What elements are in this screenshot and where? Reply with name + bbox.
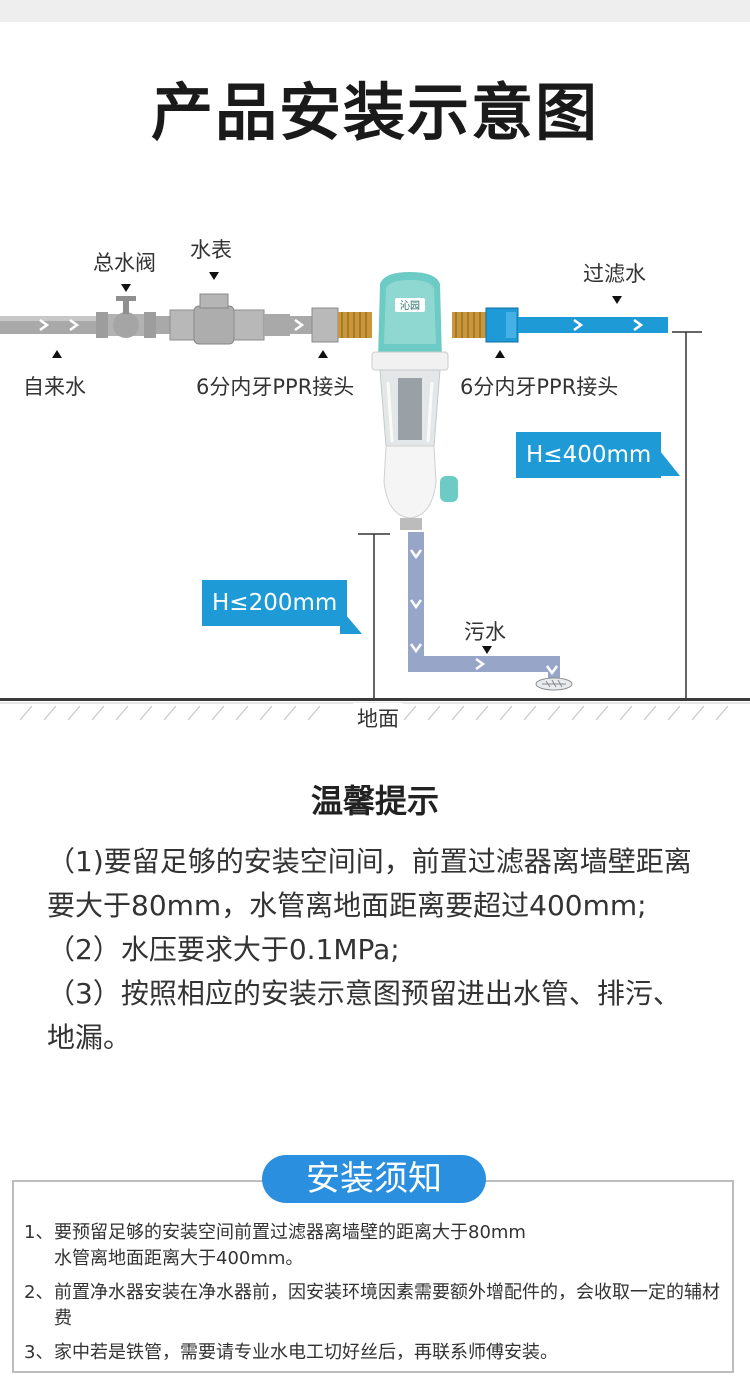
label-ppr-left: 6分内牙PPR接头 [196, 375, 355, 399]
notice-title: 安装须知 [262, 1155, 486, 1203]
notice-item-number: 3、 [24, 1342, 54, 1363]
marker-tap-water [52, 350, 62, 358]
height-200-callout: H≤200mm [202, 580, 348, 626]
notice-item-line: 要预留足够的安装空间前置过滤器离墙壁的距离大于80mm [54, 1222, 526, 1243]
notice-item-line: 水管离地面距离大于400mm。 [54, 1248, 304, 1269]
label-water-meter: 水表 [190, 238, 232, 262]
tip-item: （2）水压要求大于0.1MPa; [47, 933, 400, 966]
label-main-valve: 总水阀 [93, 251, 156, 275]
marker-ppr-left [318, 350, 328, 358]
water-meter-icon [156, 293, 312, 345]
tip-item: （3）按照相应的安装示意图预留进出水管、排污、地漏。 [47, 977, 681, 1054]
main-valve-icon [96, 296, 156, 338]
notice-item-number: 1、 [24, 1222, 54, 1243]
notice-item-line: 前置净水器安装在净水器前，因安装环境因素需要额外增配件的，会收取一定的辅材费 [54, 1282, 720, 1329]
filter-unit: 沁园 [371, 272, 458, 530]
top-band [0, 0, 750, 22]
marker-water-meter [209, 272, 219, 280]
ppr-fitting-left [311, 307, 372, 343]
notice-item-line: 家中若是铁管，需要请专业水电工切好丝后，再联系师傅安装。 [54, 1342, 558, 1363]
tap-water-pipe [0, 316, 100, 334]
floor-drain-icon [535, 677, 573, 691]
ppr-fitting-right [452, 307, 519, 343]
page-title: 产品安装示意图 [150, 76, 599, 149]
tips-title: 温馨提示 [310, 782, 439, 820]
label-ground: 地面 [353, 703, 403, 733]
notice-list: 1、 要预留足够的安装空间前置过滤器离墙壁的距离大于80mm 水管离地面距离大于… [24, 1220, 724, 1374]
dimension-lines [358, 331, 702, 698]
label-filtered-water: 过滤水 [583, 262, 646, 286]
marker-main-valve [121, 284, 131, 292]
label-sewage: 污水 [464, 620, 506, 644]
notice-item: 2、 前置净水器安装在净水器前，因安装环境因素需要额外增配件的，会收取一定的辅材… [24, 1280, 724, 1332]
marker-sewage [482, 646, 492, 654]
installation-diagram: 沁园 [0, 220, 750, 740]
h400-pointer [656, 446, 680, 476]
label-markers [52, 272, 622, 654]
diagram-drawing: 沁园 [0, 272, 750, 721]
tip-item: （1)要留足够的安装空间间，前置过滤器离墙壁距离要大于80mm，水管离地面距离要… [47, 845, 692, 922]
height-400-callout: H≤400mm [516, 432, 662, 478]
notice-item: 1、 要预留足够的安装空间前置过滤器离墙壁的距离大于80mm 水管离地面距离大于… [24, 1220, 724, 1272]
marker-ppr-right [495, 350, 505, 358]
brand-logo: 沁园 [400, 300, 420, 312]
marker-filtered-water [612, 296, 622, 304]
filtered-water-pipe [518, 317, 668, 333]
drain-pipe [408, 532, 560, 684]
tips-list: （1)要留足够的安装空间间，前置过滤器离墙壁距离要大于80mm，水管离地面距离要… [47, 840, 707, 1060]
label-tap-water: 自来水 [23, 375, 86, 399]
label-ppr-right: 6分内牙PPR接头 [460, 375, 619, 399]
notice-item-number: 2、 [24, 1282, 54, 1303]
notice-item: 3、 家中若是铁管，需要请专业水电工切好丝后，再联系师傅安装。 [24, 1340, 724, 1366]
